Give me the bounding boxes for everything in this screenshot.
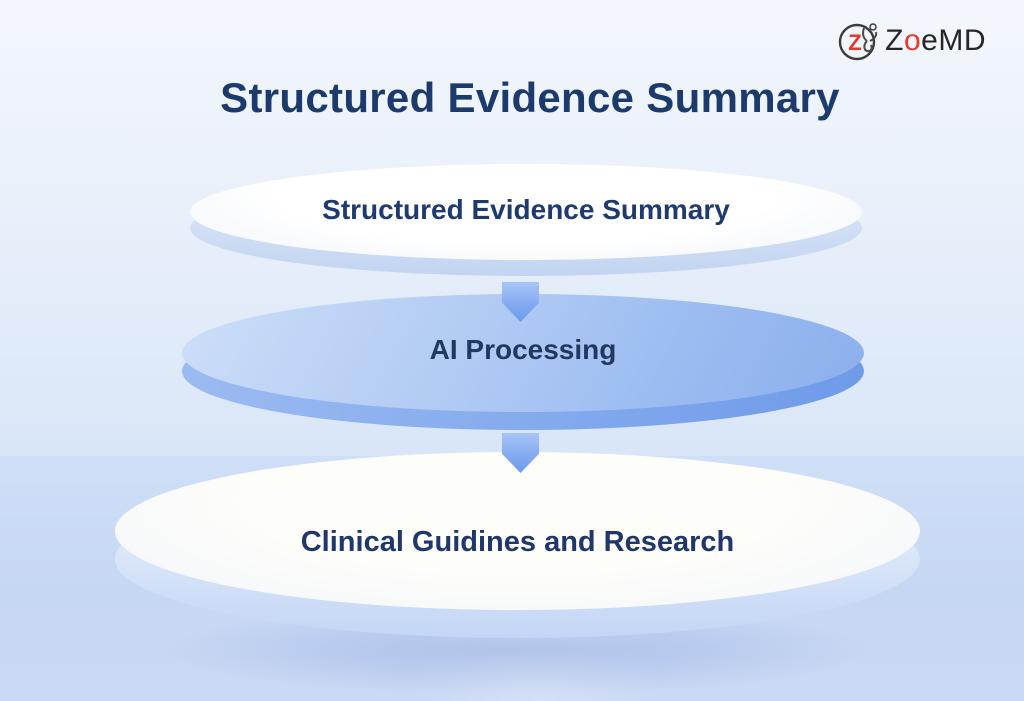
disc-structured-evidence-summary: Structured Evidence Summary [190,164,862,276]
layer-label: Structured Evidence Summary [322,194,730,225]
brand-name-part: Z [885,24,904,57]
disc-clinical-guidelines-research: Clinical Guidines and Research [115,452,920,638]
brand-name-part: eMD [921,24,986,57]
page-title: Structured Evidence Summary [220,74,840,121]
stethoscope-logo-icon: Z [838,23,878,61]
brand-logo: Z ZoeMD [836,18,986,64]
disc-surface [115,452,920,610]
layer-label: AI Processing [429,334,617,365]
layer-label: Clinical Guidines and Research [300,526,735,558]
brand-name: ZoeMD [885,24,986,58]
brand-name-accent: o [903,24,922,57]
logo-letter: Z [848,30,861,55]
disc-ai-processing: AI Processing [182,294,864,430]
disc-surface [190,164,862,260]
